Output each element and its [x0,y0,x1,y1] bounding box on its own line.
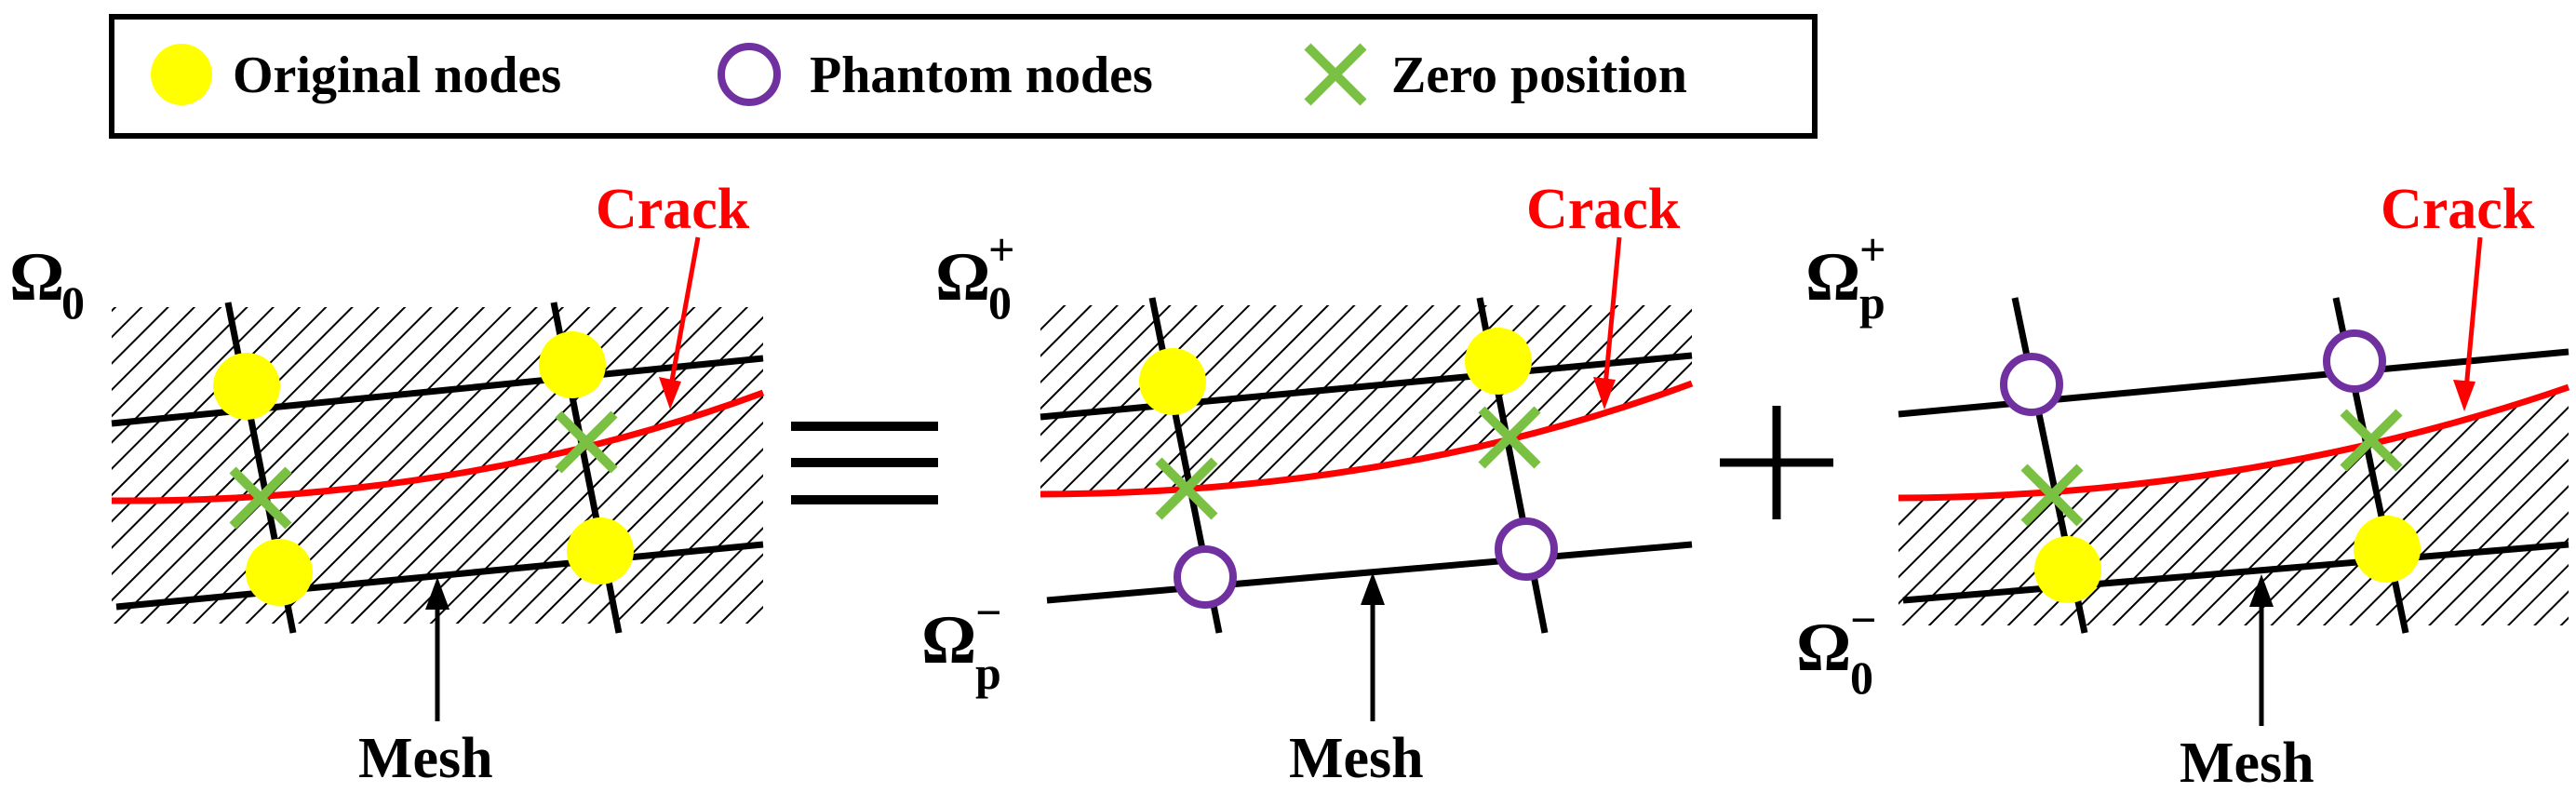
phantom-node [2000,353,2063,416]
legend-label-zero: Zero position [1391,47,1687,104]
bottom-domain-symbol: Ω [1796,610,1851,686]
zero-position-cross [2020,409,2403,527]
bottom-domain-superscript: − [975,586,1002,638]
original-node [2034,536,2101,603]
domain-subscript: 0 [61,276,85,329]
phantom-node [1495,517,1558,581]
top-domain-subscript: 0 [988,276,1012,329]
legend-box [109,14,1818,139]
original-node [1139,348,1206,415]
plus-sign [1720,406,1833,519]
crack-label: Crack [1526,178,1681,241]
mesh-arrow-head [2249,574,2274,607]
panel-middle: Ω 0 + Ω p − Crack Mesh [921,178,1694,790]
original-node [246,539,313,606]
crack-arrow-head [1593,377,1616,410]
mesh-label: Mesh [2180,732,2314,795]
mesh-arrow-head [425,577,449,610]
original-node [1465,328,1532,395]
original-node-icon [151,44,212,105]
bottom-domain-superscript: − [1850,594,1877,646]
legend-label-phantom: Phantom nodes [810,47,1153,104]
crack-arrow-head [659,377,681,410]
crack-arrow [667,236,701,392]
top-domain-subscript: p [1859,276,1885,329]
original-node [2354,516,2421,583]
crack-arrow-head [2453,380,2475,411]
legend-label-original: Original nodes [233,47,561,104]
top-domain-symbol: Ω [935,239,990,316]
original-node [539,331,606,398]
mesh-label: Mesh [1289,727,1424,790]
panel-right: Ω p + Ω 0 − Crack Mesh [1796,178,2570,795]
top-domain-superscript: + [988,223,1015,275]
phantom-node [1174,545,1237,609]
crack-arrow [2463,236,2483,390]
crack-line [1898,383,2570,502]
top-domain-superscript: + [1859,223,1886,275]
bottom-domain-symbol: Ω [921,602,976,678]
hatched-domain [112,307,763,624]
equivalent-sign [791,422,938,504]
crack-line [111,389,765,504]
bottom-domain-subscript: 0 [1850,652,1873,704]
top-domain-symbol: Ω [1805,239,1860,316]
crack-label: Crack [2381,178,2535,241]
zero-position-cross-icon [1304,43,1367,106]
original-node [213,353,280,420]
mesh-arrow-head [1361,572,1385,605]
panel-left: Ω 0 Crack Mesh [9,178,765,790]
zero-position-cross [1155,406,1541,520]
zero-position-cross [229,410,618,530]
phantom-node [2323,329,2386,393]
crack-label: Crack [596,178,750,241]
crack-line [1040,380,1694,498]
phantom-node-icon [718,43,781,106]
original-node [567,517,634,584]
legend: Original nodes Phantom nodes Zero positi… [109,14,1818,139]
bottom-domain-subscript: p [975,647,1001,699]
crack-arrow [1603,236,1622,387]
mesh-label: Mesh [358,727,493,790]
domain-symbol: Ω [9,239,64,316]
